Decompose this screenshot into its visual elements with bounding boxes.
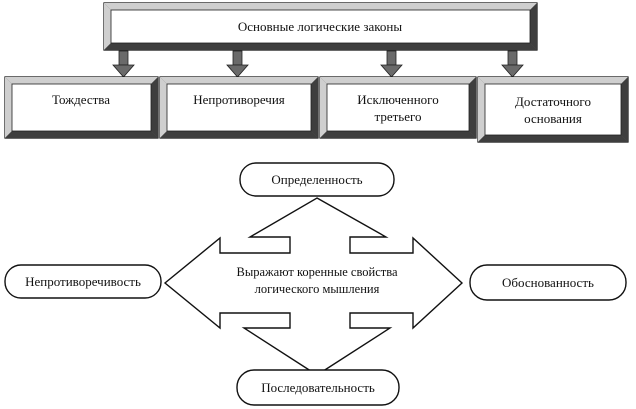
top-box: Основные логические законы — [103, 2, 538, 51]
connector-4 — [501, 50, 524, 78]
center-label-line-2: логического мышления — [255, 282, 380, 296]
property-top: Определенность — [271, 172, 362, 187]
oval-left: Непротиворечивость — [4, 264, 162, 299]
property-bottom: Последовательность — [261, 380, 375, 395]
law-label-2: Непротиворечия — [193, 92, 285, 107]
connector-1 — [112, 50, 135, 78]
law-box-excluded-middle: Исключенного третьего — [319, 76, 477, 139]
law-box-identity: Тождества — [4, 76, 159, 139]
law-label-3-line-2: третьего — [375, 109, 422, 124]
center-label-line-1: Выражают коренные свойства — [236, 265, 397, 279]
law-label-1: Тождества — [52, 92, 110, 107]
connector-2 — [226, 50, 249, 78]
law-label-3-line-1: Исключенного — [357, 92, 438, 107]
property-right: Обоснованность — [502, 275, 594, 290]
property-left: Непротиворечивость — [25, 274, 141, 289]
oval-right: Обоснованность — [469, 264, 627, 301]
law-label-4-line-2: основания — [524, 111, 582, 126]
law-box-non-contradiction: Непротиворечия — [159, 76, 319, 139]
top-box-label: Основные логические законы — [238, 19, 402, 34]
law-box-sufficient-reason: Достаточного основания — [477, 76, 629, 143]
oval-top: Определенность — [239, 162, 395, 197]
connector-3 — [380, 50, 403, 78]
oval-bottom: Последовательность — [236, 369, 400, 406]
law-label-4-line-1: Достаточного — [515, 94, 591, 109]
